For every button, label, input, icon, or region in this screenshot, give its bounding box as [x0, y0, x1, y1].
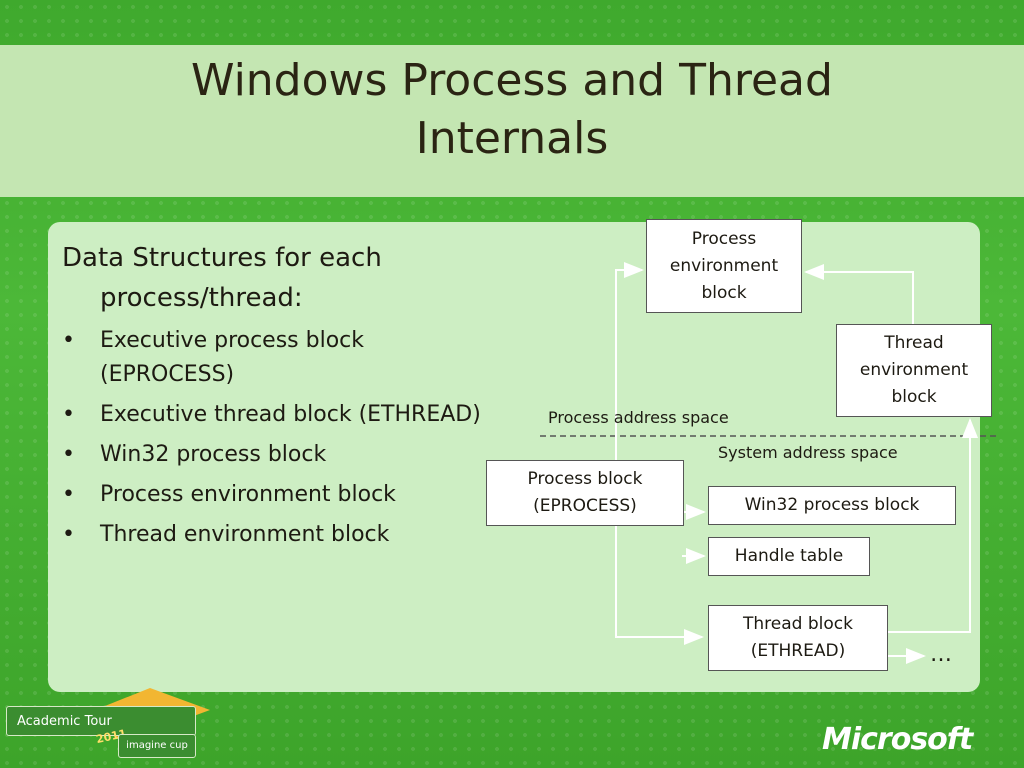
- system-address-space-label: System address space: [718, 443, 898, 462]
- bullet-list: • Executive process block (EPROCESS) • E…: [62, 324, 542, 558]
- bullet-item-ethread: • Executive thread block (ETHREAD): [62, 398, 542, 432]
- bullet-dot-icon: •: [62, 328, 75, 353]
- bullet-item-teb: • Thread environment block: [62, 518, 542, 552]
- bullet-dot-icon: •: [62, 522, 75, 547]
- win32-process-label: Win32 process block: [744, 495, 920, 515]
- peb-line3: block: [701, 282, 747, 303]
- process-address-space-label: Process address space: [548, 408, 729, 427]
- win32-process-box: Win32 process block: [708, 486, 956, 525]
- teb-to-peb-arrow: [804, 264, 914, 325]
- bullet-dot-icon: •: [62, 402, 75, 427]
- teb-box: Thread environment block: [836, 324, 992, 417]
- bullet-item-eprocess: • Executive process block: [62, 324, 542, 358]
- peb-line2: environment: [669, 255, 779, 276]
- microsoft-logo: Microsoft: [822, 722, 973, 757]
- handle-table-label: Handle table: [734, 546, 844, 566]
- bullet-text: Process environment block: [100, 482, 396, 507]
- bullet-text: Thread environment block: [100, 522, 390, 547]
- peb-line1: Process: [691, 228, 757, 249]
- bullet-heading: Data Structures for each process/thread:: [62, 238, 462, 318]
- academic-tour-badge: Academic Tour: [6, 706, 196, 736]
- bullet-item-eprocess-cont: (EPROCESS): [62, 358, 542, 392]
- ethread-line1: Thread block: [743, 614, 853, 634]
- bullet-text: (EPROCESS): [100, 362, 235, 387]
- teb-line3: block: [891, 387, 937, 407]
- imagine-cup-logo: imagine cup: [118, 734, 196, 758]
- bullet-heading-line2: process/thread:: [100, 283, 303, 313]
- title-band: [0, 45, 1024, 197]
- bullet-heading-line1: Data Structures for each: [62, 243, 382, 273]
- eprocess-line2: (EPROCESS): [533, 496, 637, 516]
- bullet-dot-icon: •: [62, 442, 75, 467]
- bullet-item-win32: • Win32 process block: [62, 438, 542, 472]
- eprocess-to-peb-arrow: [615, 262, 644, 512]
- bullet-text: Executive process block: [100, 328, 365, 353]
- bullet-text: Executive thread block (ETHREAD): [100, 402, 481, 427]
- eprocess-to-ethread-arrow: [615, 512, 704, 645]
- bullet-item-peb: • Process environment block: [62, 478, 542, 512]
- slide-title-line1: Windows Process and Thread: [191, 55, 833, 106]
- ethread-box: Thread block (ETHREAD): [708, 605, 888, 671]
- bullet-dot-icon: •: [62, 482, 75, 507]
- peb-box: Process environment block: [646, 219, 802, 313]
- teb-line1: Thread: [884, 333, 944, 353]
- bullet-text: Win32 process block: [100, 442, 327, 467]
- ethread-to-teb-arrow: [888, 418, 978, 633]
- eprocess-box: Process block (EPROCESS): [486, 460, 684, 526]
- teb-line2: environment: [859, 360, 969, 380]
- slide-title: Windows Process and Thread Internals: [80, 52, 944, 168]
- ethread-line2: (ETHREAD): [750, 641, 846, 661]
- eprocess-line1: Process block: [527, 469, 643, 489]
- slide-title-line2: Internals: [415, 113, 609, 164]
- more-threads-ellipsis: …: [930, 642, 952, 667]
- handle-table-box: Handle table: [708, 537, 870, 576]
